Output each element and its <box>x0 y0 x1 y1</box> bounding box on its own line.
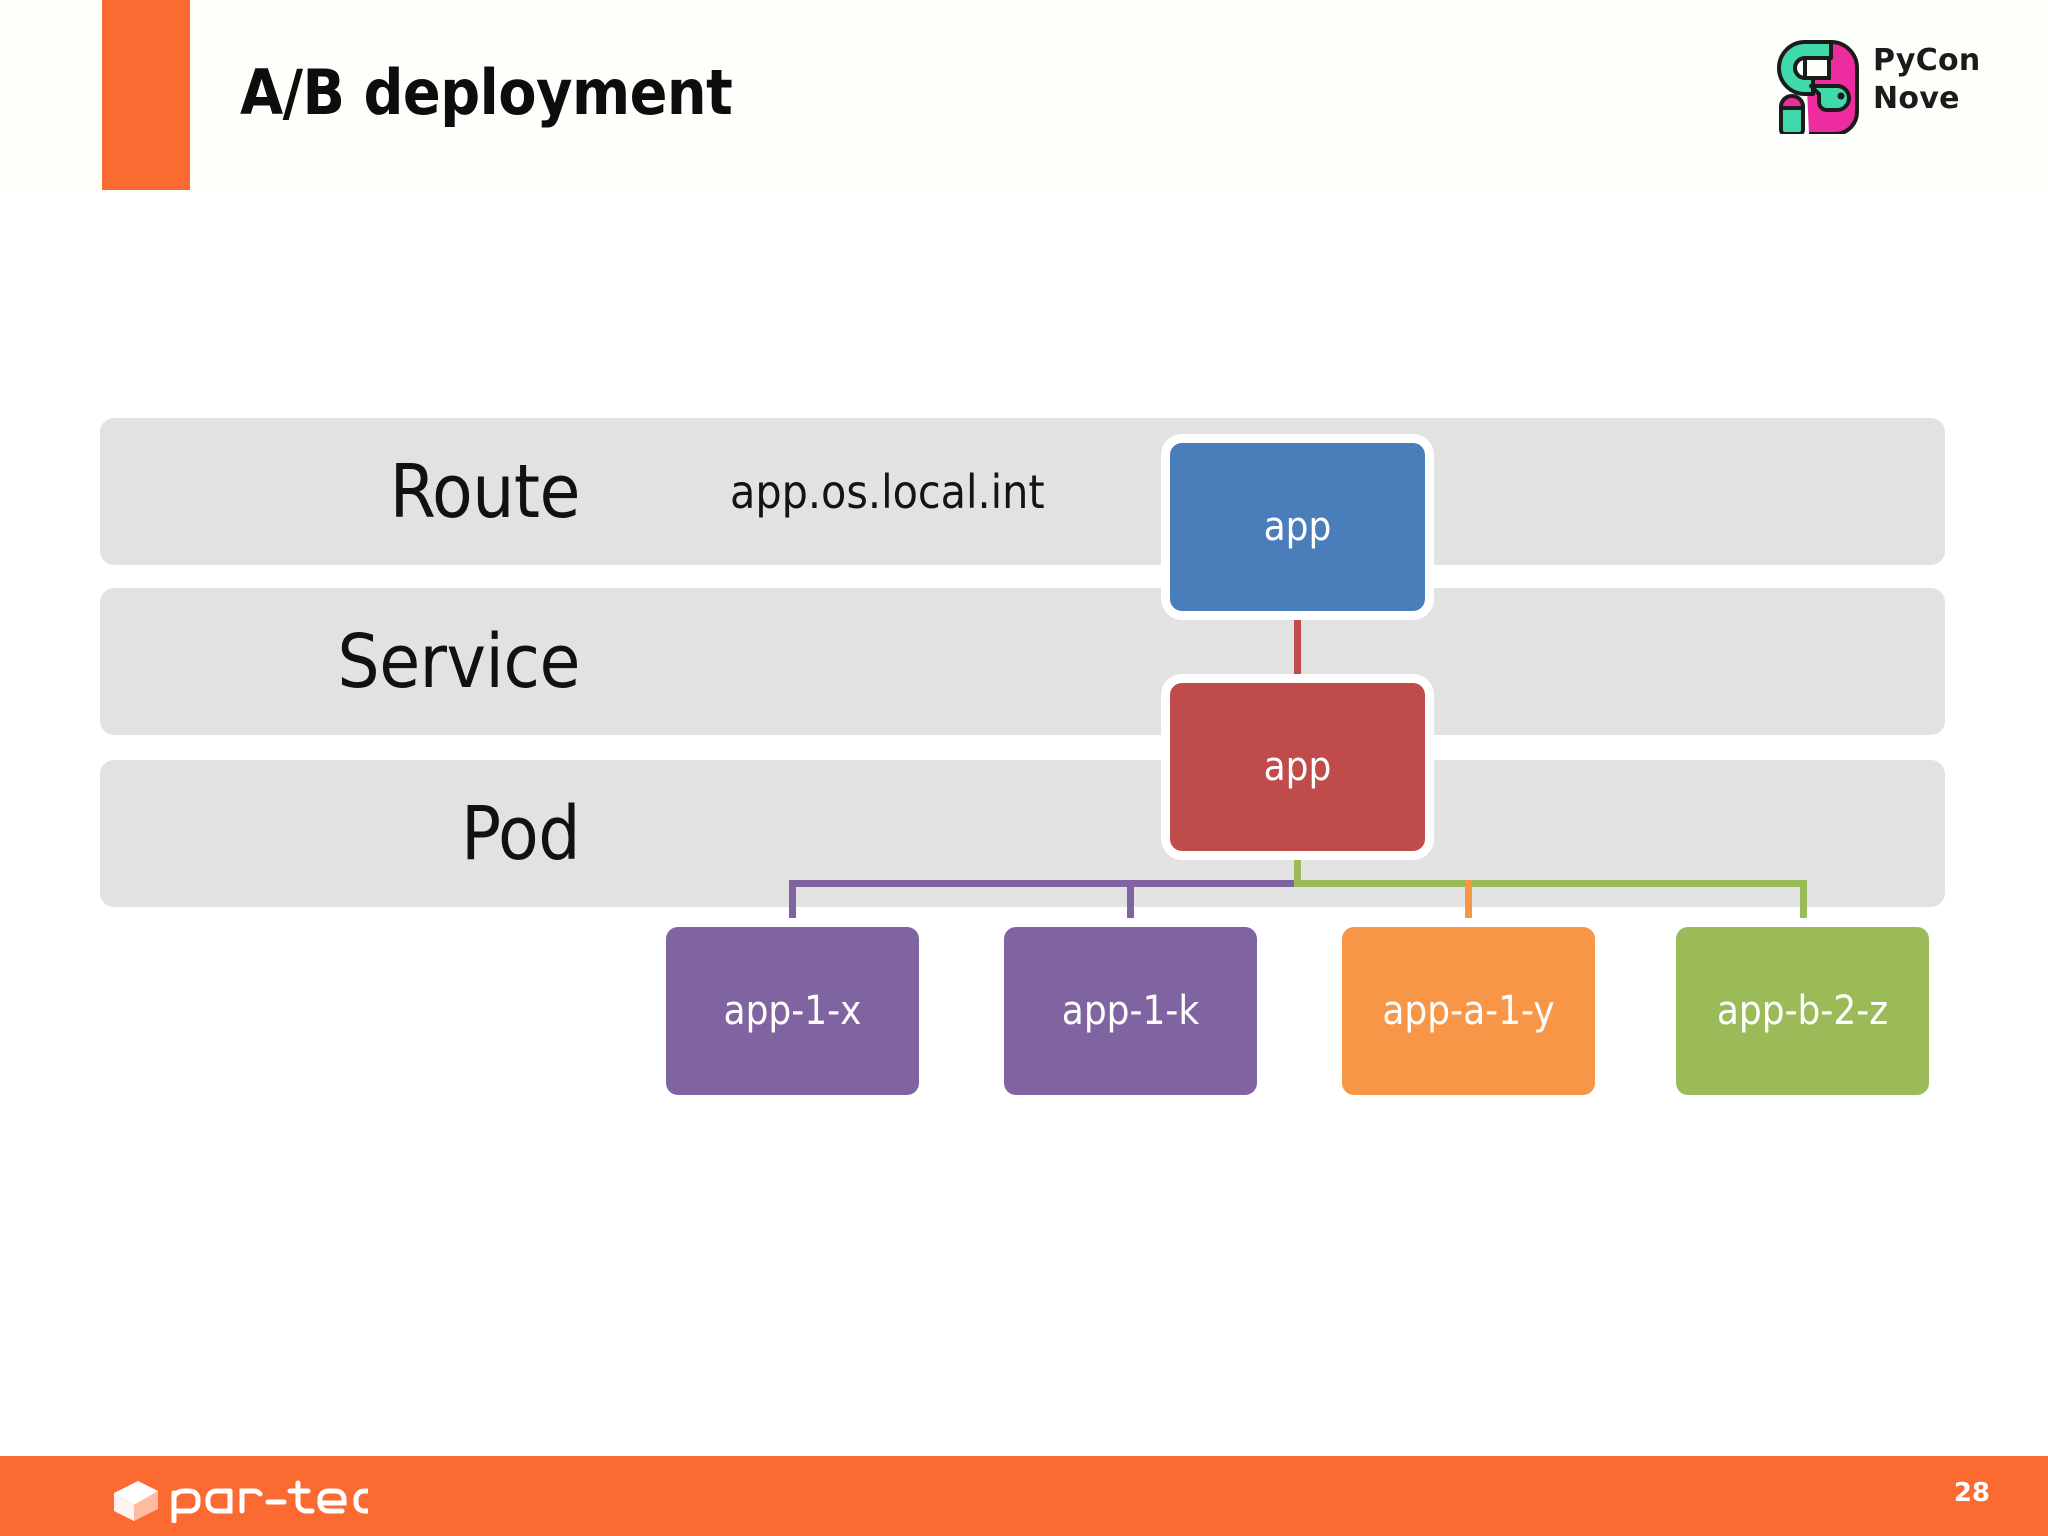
connector-drop-pod-3 <box>1465 880 1472 935</box>
tier-row-route: Route app.os.local.int <box>100 418 1945 565</box>
tier-label-service: Service <box>337 618 580 705</box>
tier-label-pod: Pod <box>460 790 581 877</box>
tier-label-route: Route <box>389 448 581 535</box>
par-tec-cube-icon <box>114 1481 158 1521</box>
node-pod-app-a-1-y[interactable]: app-a-1-y <box>1342 927 1595 1095</box>
connector-service-down-stub <box>1294 845 1301 887</box>
pycon-nove-logo: PyCon Nove <box>1775 36 2015 136</box>
pycon-logo-line2: Nove <box>1873 81 1960 117</box>
connector-drop-pod-2 <box>1127 880 1134 935</box>
pycon-nove-snake-icon <box>1777 40 1859 134</box>
slide-header <box>0 0 2048 192</box>
node-pod-app-1-x[interactable]: app-1-x <box>666 927 919 1095</box>
page-number: 28 <box>1953 1478 1990 1508</box>
node-pod-app-b-2-z[interactable]: app-b-2-z <box>1676 927 1929 1095</box>
tier-row-service: Service <box>100 588 1945 735</box>
pycon-logo-line1: PyCon <box>1873 43 1981 78</box>
node-route-app[interactable]: app <box>1170 443 1425 611</box>
route-hostname: app.os.local.int <box>730 464 1045 519</box>
connector-drop-pod-1 <box>789 880 796 935</box>
header-accent-bar <box>102 0 190 190</box>
pycon-nove-wordmark: PyCon Nove <box>1873 42 1981 119</box>
connector-bus-purple <box>789 880 1301 887</box>
par-tec-logo <box>114 1480 368 1523</box>
node-service-app[interactable]: app <box>1170 683 1425 851</box>
connector-bus-green <box>1294 880 1807 887</box>
page-title: A/B deployment <box>240 56 733 129</box>
connector-drop-pod-4 <box>1800 880 1807 935</box>
node-pod-app-1-k[interactable]: app-1-k <box>1004 927 1257 1095</box>
connector-route-to-service <box>1294 600 1301 692</box>
par-tec-wordmark <box>171 1480 368 1523</box>
